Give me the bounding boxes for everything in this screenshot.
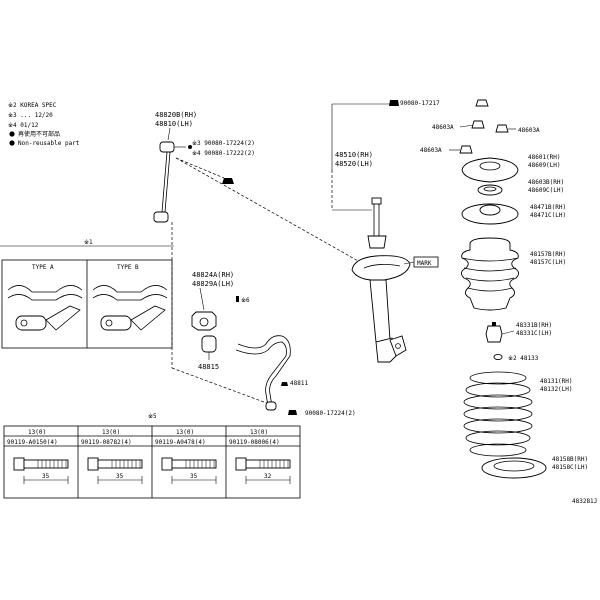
bolt-head-icon — [13, 457, 25, 471]
strut-assembly: 48510(RH) 48520(LH) MARK — [331, 103, 439, 363]
stabilizer-bar: 48811 90080-17224(2) — [235, 335, 356, 417]
label-nut-b: ※4 90080-17222(2) — [192, 150, 255, 157]
label-boot-lh: 48157C(LH) — [530, 259, 566, 266]
legend-line2: ※3 ... 12/20 — [8, 112, 53, 119]
label-spring-lh: 48132(LH) — [540, 386, 573, 393]
label-bushing: 48815 — [198, 363, 219, 371]
bolt-length: 35 — [190, 473, 198, 480]
stabilizer-link: 48820B(RH) 48810(LH) ※3 90080-17224(2) ※… — [153, 111, 255, 223]
bullet-icon — [9, 131, 15, 137]
legend-reusable: 再使用不可部品 — [18, 130, 60, 138]
bolt-head-icon — [87, 457, 99, 471]
inset-type-b: TYPE B — [117, 264, 139, 271]
bolt-header: 13(0) — [102, 429, 120, 436]
label-nut-a: ※3 90080-17224(2) — [192, 140, 255, 147]
bolt-length: 32 — [264, 473, 272, 480]
legend-line3: ※4 01/12 — [8, 122, 39, 129]
upper-parts: 90080-17217 48603A 48603A 48603A 48601(R… — [389, 99, 588, 479]
label-stab-link-lh: 48810(LH) — [155, 120, 193, 128]
label-nut-c: 90080-17224(2) — [305, 410, 356, 417]
label-cap-a1: 48603A — [432, 124, 454, 131]
label-bearing-rh: 48603B(RH) — [528, 179, 564, 186]
label-seat-lh: 48471C(LH) — [530, 212, 566, 219]
bolt-header: 13(0) — [176, 429, 194, 436]
bolt-table-title: ※5 — [148, 413, 157, 420]
label-cap-a2: 48603A — [518, 127, 540, 134]
inset-title: ※1 — [84, 239, 93, 246]
coil-spring — [463, 371, 533, 457]
bolt-part-number: 90119-08006(4) — [229, 439, 280, 446]
bolt-table: ※5 13(0) 90119-A0150(4) 35 13(0) 90119-08782… — [3, 413, 301, 499]
bolt-length: 35 — [116, 473, 124, 480]
label-strut-lh: 48520(LH) — [335, 160, 373, 168]
label-bump-rh: 48331B(RH) — [516, 322, 552, 329]
label-bracket-rh: 48824A(RH) — [192, 271, 234, 279]
inset-types: ※1 TYPE A TYPE B — [0, 239, 174, 349]
legend-line1: ※2 KOREA SPEC — [8, 102, 57, 109]
bolt-head-icon — [161, 457, 173, 471]
bolt-header: 13(0) — [28, 429, 46, 436]
bolt-part-number: 90119-A0150(4) — [7, 439, 58, 446]
inset-type-a: TYPE A — [32, 264, 54, 271]
label-seat-rh: 48471B(RH) — [530, 204, 566, 211]
label-boot-rh: 48157B(RH) — [530, 251, 566, 258]
label-bracket-note: ※6 — [241, 297, 250, 304]
bolt-part-number: 90119-08782(4) — [81, 439, 132, 446]
label-support-lh: 48609(LH) — [528, 162, 561, 169]
label-bearing-lh: 48609C(LH) — [528, 187, 564, 194]
label-mark: MARK — [417, 260, 432, 267]
label-bracket-lh: 48829A(LH) — [192, 280, 234, 288]
bolt-header: 13(0) — [250, 429, 268, 436]
bullet-icon — [9, 140, 15, 146]
legend: ※2 KOREA SPEC ※3 ... 12/20 ※4 01/12 再使用不… — [8, 102, 80, 147]
bolt-length: 35 — [42, 473, 50, 480]
label-stab-bar: 48811 — [290, 380, 308, 387]
bolt-head-icon — [235, 457, 247, 471]
label-top-nut: 90080-17217 — [400, 100, 440, 107]
label-strut-rh: 48510(RH) — [335, 151, 373, 159]
label-stab-link-rh: 48820B(RH) — [155, 111, 197, 119]
bolt-part-number: 90119-A0478(4) — [155, 439, 206, 446]
label-cap-a3: 48603A — [420, 147, 442, 154]
stabilizer-bushing: 48824A(RH) 48829A(LH) ※6 48815 — [191, 271, 250, 371]
label-bump-note: ※2 48133 — [508, 355, 539, 362]
label-spring-rh: 48131(RH) — [540, 378, 573, 385]
label-bump-lh: 48331C(LH) — [516, 330, 552, 337]
label-lower-seat-lh: 48158C(LH) — [552, 464, 588, 471]
label-support-rh: 48601(RH) — [528, 154, 561, 161]
figure-id: 483281J — [572, 498, 597, 505]
label-lower-seat-rh: 48158B(RH) — [552, 456, 588, 463]
legend-nonreusable: Non-reusable part — [18, 140, 80, 147]
